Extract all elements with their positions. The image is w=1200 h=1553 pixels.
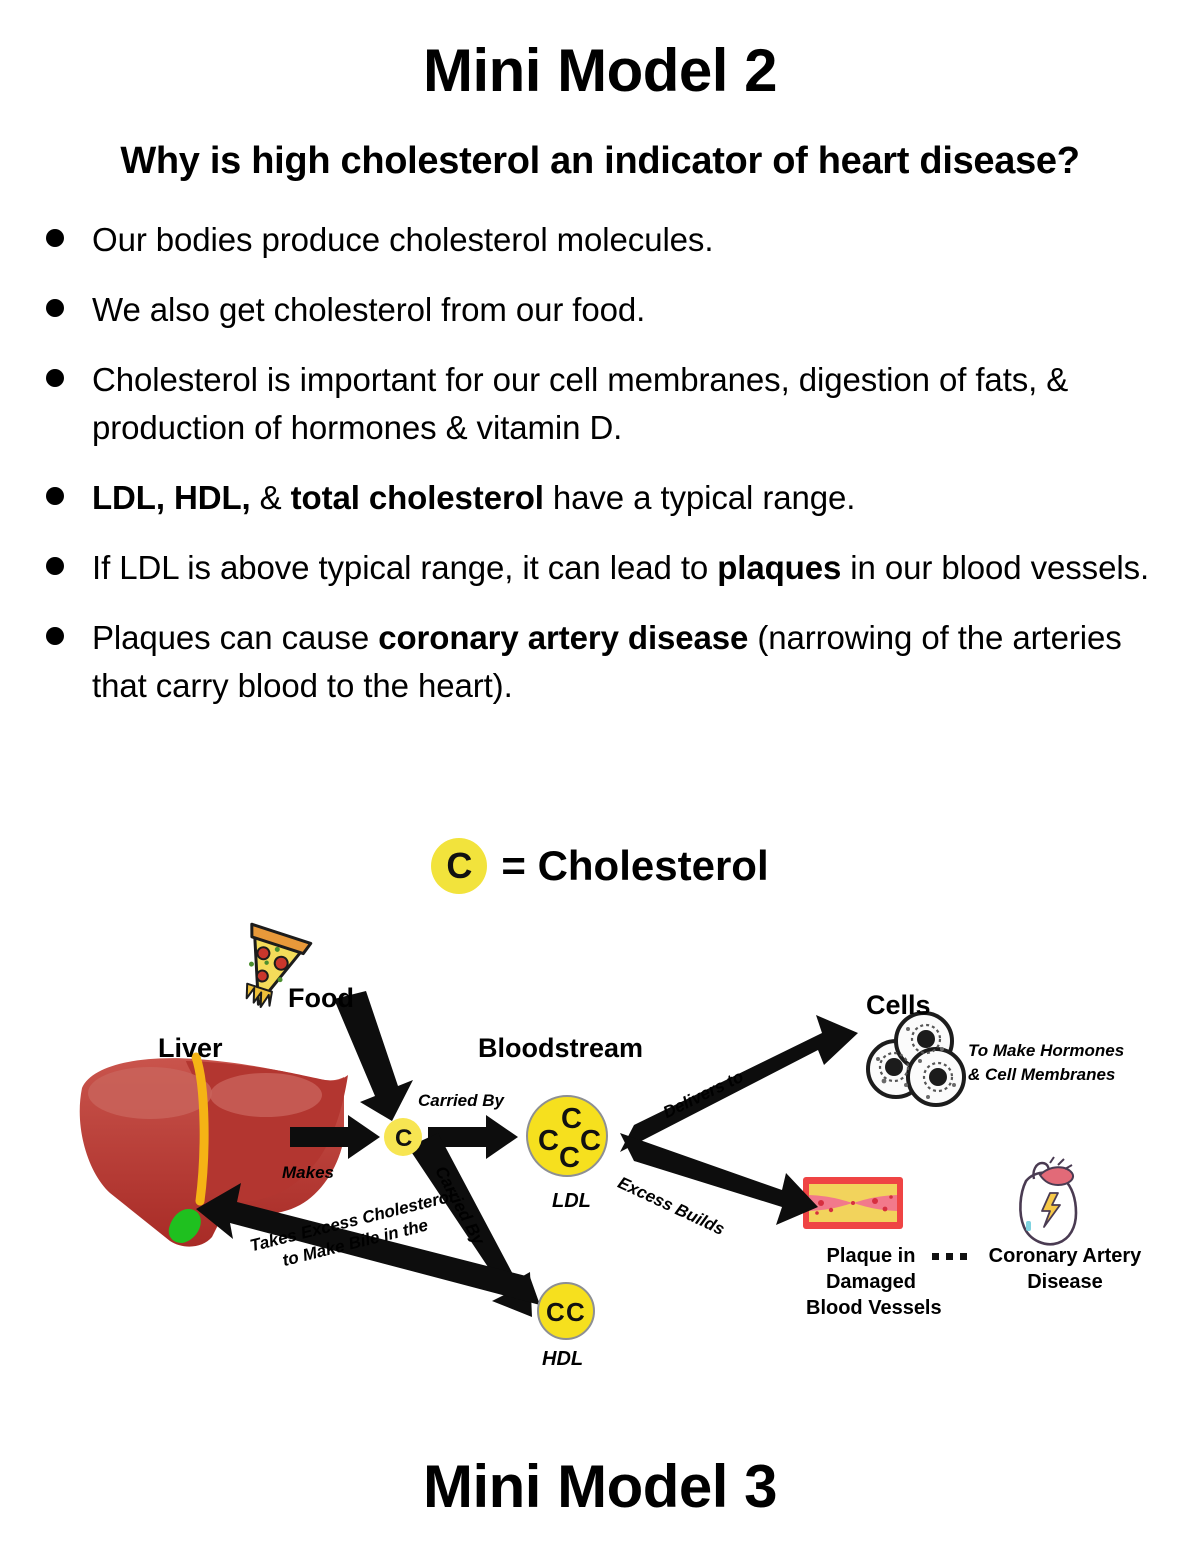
label-hdl: HDL <box>542 1348 584 1370</box>
hdl-particle-chip: C C <box>537 1282 595 1340</box>
cad-caption-line2: Disease <box>1027 1271 1103 1293</box>
label-liver: Liver <box>158 1033 223 1063</box>
bullet-dot-icon <box>46 299 64 317</box>
bullet-text: Our bodies produce cholesterol molecules… <box>92 221 714 258</box>
label-cells: Cells <box>866 990 931 1020</box>
bullet-dot-icon <box>46 229 64 247</box>
label-bloodstream: Bloodstream <box>478 1033 644 1063</box>
list-item: Cholesterol is important for our cell me… <box>34 356 1174 452</box>
ellipsis-dots-icon <box>932 1253 967 1260</box>
ldl-chip-letter: C <box>538 1125 559 1157</box>
bullet-dot-icon <box>46 627 64 645</box>
hdl-chip-letter: C <box>566 1297 585 1327</box>
plaque-caption: Plaque in Damaged Blood Vessels <box>806 1245 942 1319</box>
label-food: Food <box>288 983 354 1013</box>
list-item: We also get cholesterol from our food. <box>34 286 1174 334</box>
hdl-chip-letter: C <box>546 1297 565 1327</box>
bullet-dot-icon <box>46 369 64 387</box>
arrow-food-to-c <box>334 991 413 1121</box>
label-ldl: LDL <box>552 1190 591 1212</box>
list-item: Our bodies produce cholesterol molecules… <box>34 216 1174 264</box>
diagram-arrows <box>196 991 858 1317</box>
plaque-caption-line1: Plaque in <box>826 1245 916 1267</box>
cholesterol-chip-icon: C <box>431 838 488 894</box>
legend-label: = Cholesterol <box>501 842 769 889</box>
plaque-blood-vessel-icon <box>803 1177 903 1229</box>
arrow-liver-makes-c <box>290 1115 380 1159</box>
arrow-c-to-ldl <box>428 1115 518 1159</box>
bullet-text: Cholesterol is important for our cell me… <box>92 361 1069 446</box>
bullet-text: If LDL is above typical range, it can le… <box>92 549 1150 586</box>
page-question-heading: Why is high cholesterol an indicator of … <box>120 140 1080 182</box>
edge-label-makes: Makes <box>282 1163 334 1182</box>
arrow-hdl-to-liver <box>196 1183 540 1305</box>
ldl-chip-letter: C <box>580 1125 601 1157</box>
bullet-text: We also get cholesterol from our food. <box>92 291 646 328</box>
arrow-ldl-delivers-to-cells <box>620 1015 858 1152</box>
bullet-dot-icon <box>46 557 64 575</box>
cells-icon <box>866 1011 966 1107</box>
pizza-food-icon <box>245 922 313 1009</box>
cells-note-line2: & Cell Membranes <box>968 1065 1116 1084</box>
liver-icon <box>79 1052 348 1247</box>
plaque-caption-line3: Blood Vessels <box>806 1297 942 1319</box>
ldl-particle-chip: C C C C <box>526 1095 608 1177</box>
cad-caption-line1: Coronary Artery <box>988 1245 1142 1267</box>
ldl-chip-letter: C <box>561 1103 582 1135</box>
arrow-ldl-excess-builds <box>620 1133 818 1225</box>
coronary-artery-disease-caption: Coronary Artery Disease <box>970 1245 1160 1293</box>
chip-letter: C <box>395 1125 413 1152</box>
bullet-text: LDL, HDL, & total cholesterol have a typ… <box>92 479 856 516</box>
page-title-top: Mini Model 2 <box>423 37 778 104</box>
ldl-chip-letter: C <box>559 1142 580 1174</box>
plaque-caption-line2: Damaged <box>825 1271 917 1293</box>
bullet-list: Our bodies produce cholesterol molecules… <box>34 216 1174 732</box>
cholesterol-flow-diagram: C C C C C C C Food Liver Bloodstream Cel… <box>0 905 1200 1395</box>
legend-chip-letter: C <box>446 845 473 886</box>
bullet-text: Plaques can cause coronary artery diseas… <box>92 619 1122 704</box>
cholesterol-molecule-chip: C <box>384 1118 422 1156</box>
cells-note-line1: To Make Hormones <box>968 1041 1125 1060</box>
heart-coronary-artery-icon <box>1019 1156 1078 1246</box>
edge-label-carried-by-ldl: Carried By <box>418 1091 504 1110</box>
bullet-dot-icon <box>46 487 64 505</box>
list-item: LDL, HDL, & total cholesterol have a typ… <box>34 474 1174 522</box>
list-item: If LDL is above typical range, it can le… <box>34 544 1174 592</box>
legend: C = Cholesterol <box>0 838 1200 894</box>
list-item: Plaques can cause coronary artery diseas… <box>34 614 1174 710</box>
cells-note: To Make Hormones & Cell Membranes <box>968 1041 1125 1084</box>
page-title-bottom: Mini Model 3 <box>423 1453 778 1520</box>
diagram-artwork-layer <box>79 922 1078 1317</box>
